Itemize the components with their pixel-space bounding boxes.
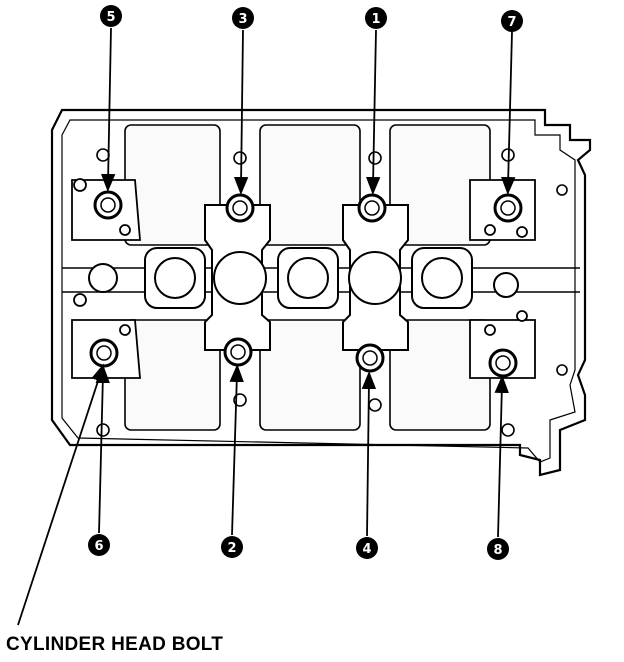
bolt-head-4 [355, 343, 385, 373]
bolt-number-1: 1 [371, 12, 380, 27]
bolt-badge-7: 7 [501, 10, 523, 32]
leader-line-4 [361, 371, 377, 537]
bolt-badge-3: 3 [232, 7, 254, 29]
bolt-number-3: 3 [238, 12, 247, 27]
bolt-badge-2: 2 [221, 536, 243, 558]
bolt-head-6 [89, 338, 119, 368]
bolt-badge-6: 6 [88, 534, 110, 556]
bolt-number-4: 4 [362, 542, 371, 557]
bolt-badge-8: 8 [487, 538, 509, 560]
combustion-chambers [124, 124, 491, 431]
leader-line-7 [501, 31, 516, 195]
leader-line-6 [95, 365, 110, 534]
bolt-badge-4: 4 [356, 537, 378, 559]
bolt-badge-5: 5 [100, 5, 122, 27]
leader-line-2 [229, 364, 244, 536]
bolt-head-2 [223, 337, 253, 367]
journal-bosses [88, 247, 519, 309]
leader-line-1 [365, 29, 381, 195]
bolt-number-8: 8 [493, 543, 502, 558]
cylinder-head-outline [50, 108, 592, 477]
bolt-number-6: 6 [94, 539, 103, 554]
cylinder-head-bolt-caption: CYLINDER HEAD BOLT [6, 634, 224, 655]
bolt-number-5: 5 [106, 10, 115, 25]
bolt-number-7: 7 [507, 15, 516, 30]
bolt-head-8 [488, 348, 518, 378]
bearing-caps [204, 204, 409, 351]
leader-line-8 [494, 375, 509, 538]
peripheral-holes [96, 148, 568, 437]
bolt-head-3 [225, 193, 255, 223]
bolt-head-5 [93, 190, 123, 220]
leader-line-3 [233, 29, 249, 195]
bolt-head-1 [357, 193, 387, 223]
bolt-number-2: 2 [227, 541, 236, 556]
caption-leader-line [17, 363, 106, 626]
bolt-heads [89, 190, 523, 378]
leader-line-5 [100, 27, 116, 192]
leader-lines [17, 27, 516, 626]
bolt-head-7 [493, 193, 523, 223]
bolt-badge-1: 1 [365, 7, 387, 29]
